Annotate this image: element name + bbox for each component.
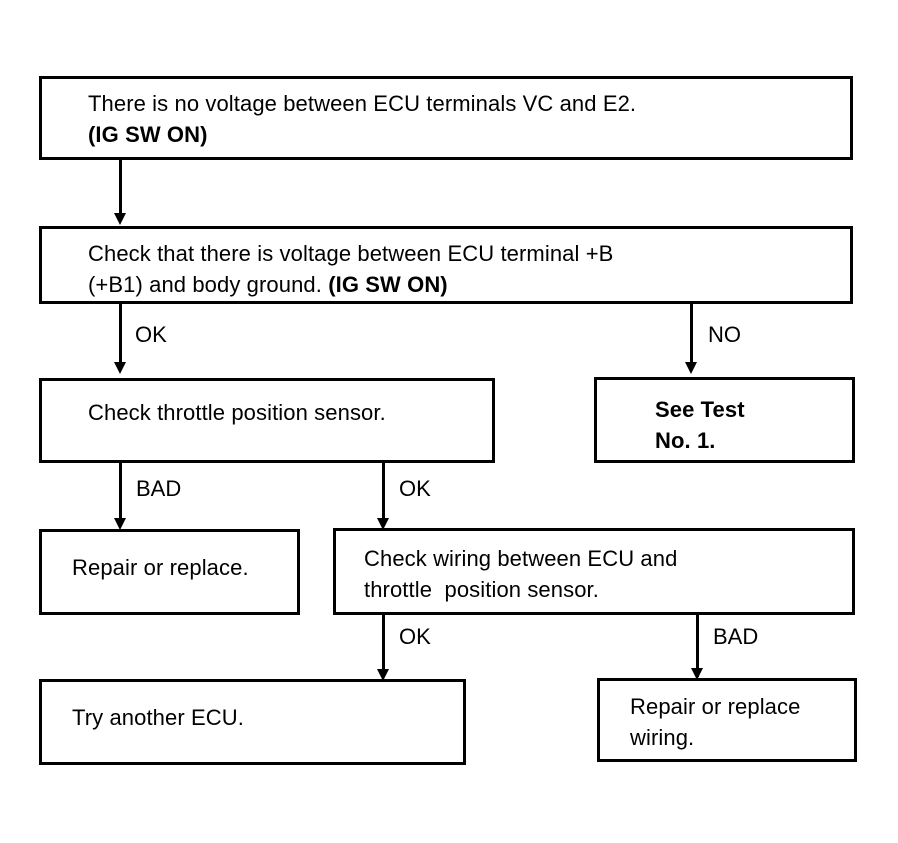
- arrowhead-n6-n7: [377, 669, 389, 681]
- node-check-b-voltage: Check that there is voltage between ECU …: [39, 226, 853, 304]
- node-check-b-voltage-line1: Check that there is voltage between ECU …: [88, 241, 614, 266]
- node-check-b-voltage-line2-plain: (+B1) and body ground.: [88, 272, 329, 297]
- connector-n2-n4: [690, 304, 693, 366]
- edge-label-ok-n6-n7: OK: [399, 624, 431, 649]
- node-check-throttle-position-sensor-text: Check throttle position sensor.: [88, 400, 386, 425]
- edge-label-ok-n2-n3: OK: [135, 322, 167, 347]
- node-repair-or-replace-wiring-text: Repair or replace wiring.: [630, 691, 800, 753]
- edge-label-bad-n3-n5: BAD: [136, 476, 182, 501]
- node-repair-or-replace-wiring-line1: Repair or replace: [630, 694, 801, 719]
- connector-n2-n3: [119, 304, 122, 366]
- connector-n6-n8: [696, 615, 699, 677]
- arrowhead-n2-n4: [685, 362, 697, 374]
- node-repair-or-replace-wiring-line2: wiring.: [630, 725, 695, 750]
- node-repair-or-replace-wiring: Repair or replace wiring.: [597, 678, 857, 762]
- arrowhead-n1-n2: [114, 213, 126, 225]
- node-no-voltage-symptom-text: There is no voltage between ECU terminal…: [88, 88, 636, 150]
- arrowhead-n2-n3: [114, 362, 126, 374]
- arrowhead-n3-n6: [377, 518, 389, 530]
- connector-n1-n2: [119, 160, 122, 218]
- node-no-voltage-symptom: There is no voltage between ECU terminal…: [39, 76, 853, 160]
- connector-n6-n7: [382, 615, 385, 677]
- node-repair-or-replace: Repair or replace.: [39, 529, 300, 615]
- node-see-test-no-1-line2: No. 1.: [655, 428, 716, 453]
- node-check-wiring-line2: throttle position sensor.: [364, 577, 599, 602]
- node-check-b-voltage-text: Check that there is voltage between ECU …: [88, 238, 613, 300]
- node-check-wiring-text: Check wiring between ECU and throttle pos…: [364, 543, 677, 605]
- edge-label-no-n2-n4: NO: [708, 322, 741, 347]
- node-see-test-no-1-line1: See Test: [655, 397, 745, 422]
- node-check-wiring: Check wiring between ECU and throttle pos…: [333, 528, 855, 615]
- arrowhead-n3-n5: [114, 518, 126, 530]
- node-repair-or-replace-text: Repair or replace.: [72, 555, 249, 580]
- node-try-another-ecu-text: Try another ECU.: [72, 705, 244, 730]
- node-check-throttle-position-sensor: Check throttle position sensor.: [39, 378, 495, 463]
- node-try-another-ecu: Try another ECU.: [39, 679, 466, 765]
- node-check-b-voltage-line2-bold: (IG SW ON): [328, 272, 448, 297]
- arrowhead-n6-n8: [691, 668, 703, 680]
- node-no-voltage-symptom-line1: There is no voltage between ECU terminal…: [88, 91, 637, 116]
- edge-label-ok-n3-n6: OK: [399, 476, 431, 501]
- connector-n3-n6: [382, 463, 385, 525]
- node-check-wiring-line1: Check wiring between ECU and: [364, 546, 678, 571]
- edge-label-bad-n6-n8: BAD: [713, 624, 759, 649]
- connector-n3-n5: [119, 463, 122, 525]
- node-no-voltage-symptom-line2: (IG SW ON): [88, 122, 208, 147]
